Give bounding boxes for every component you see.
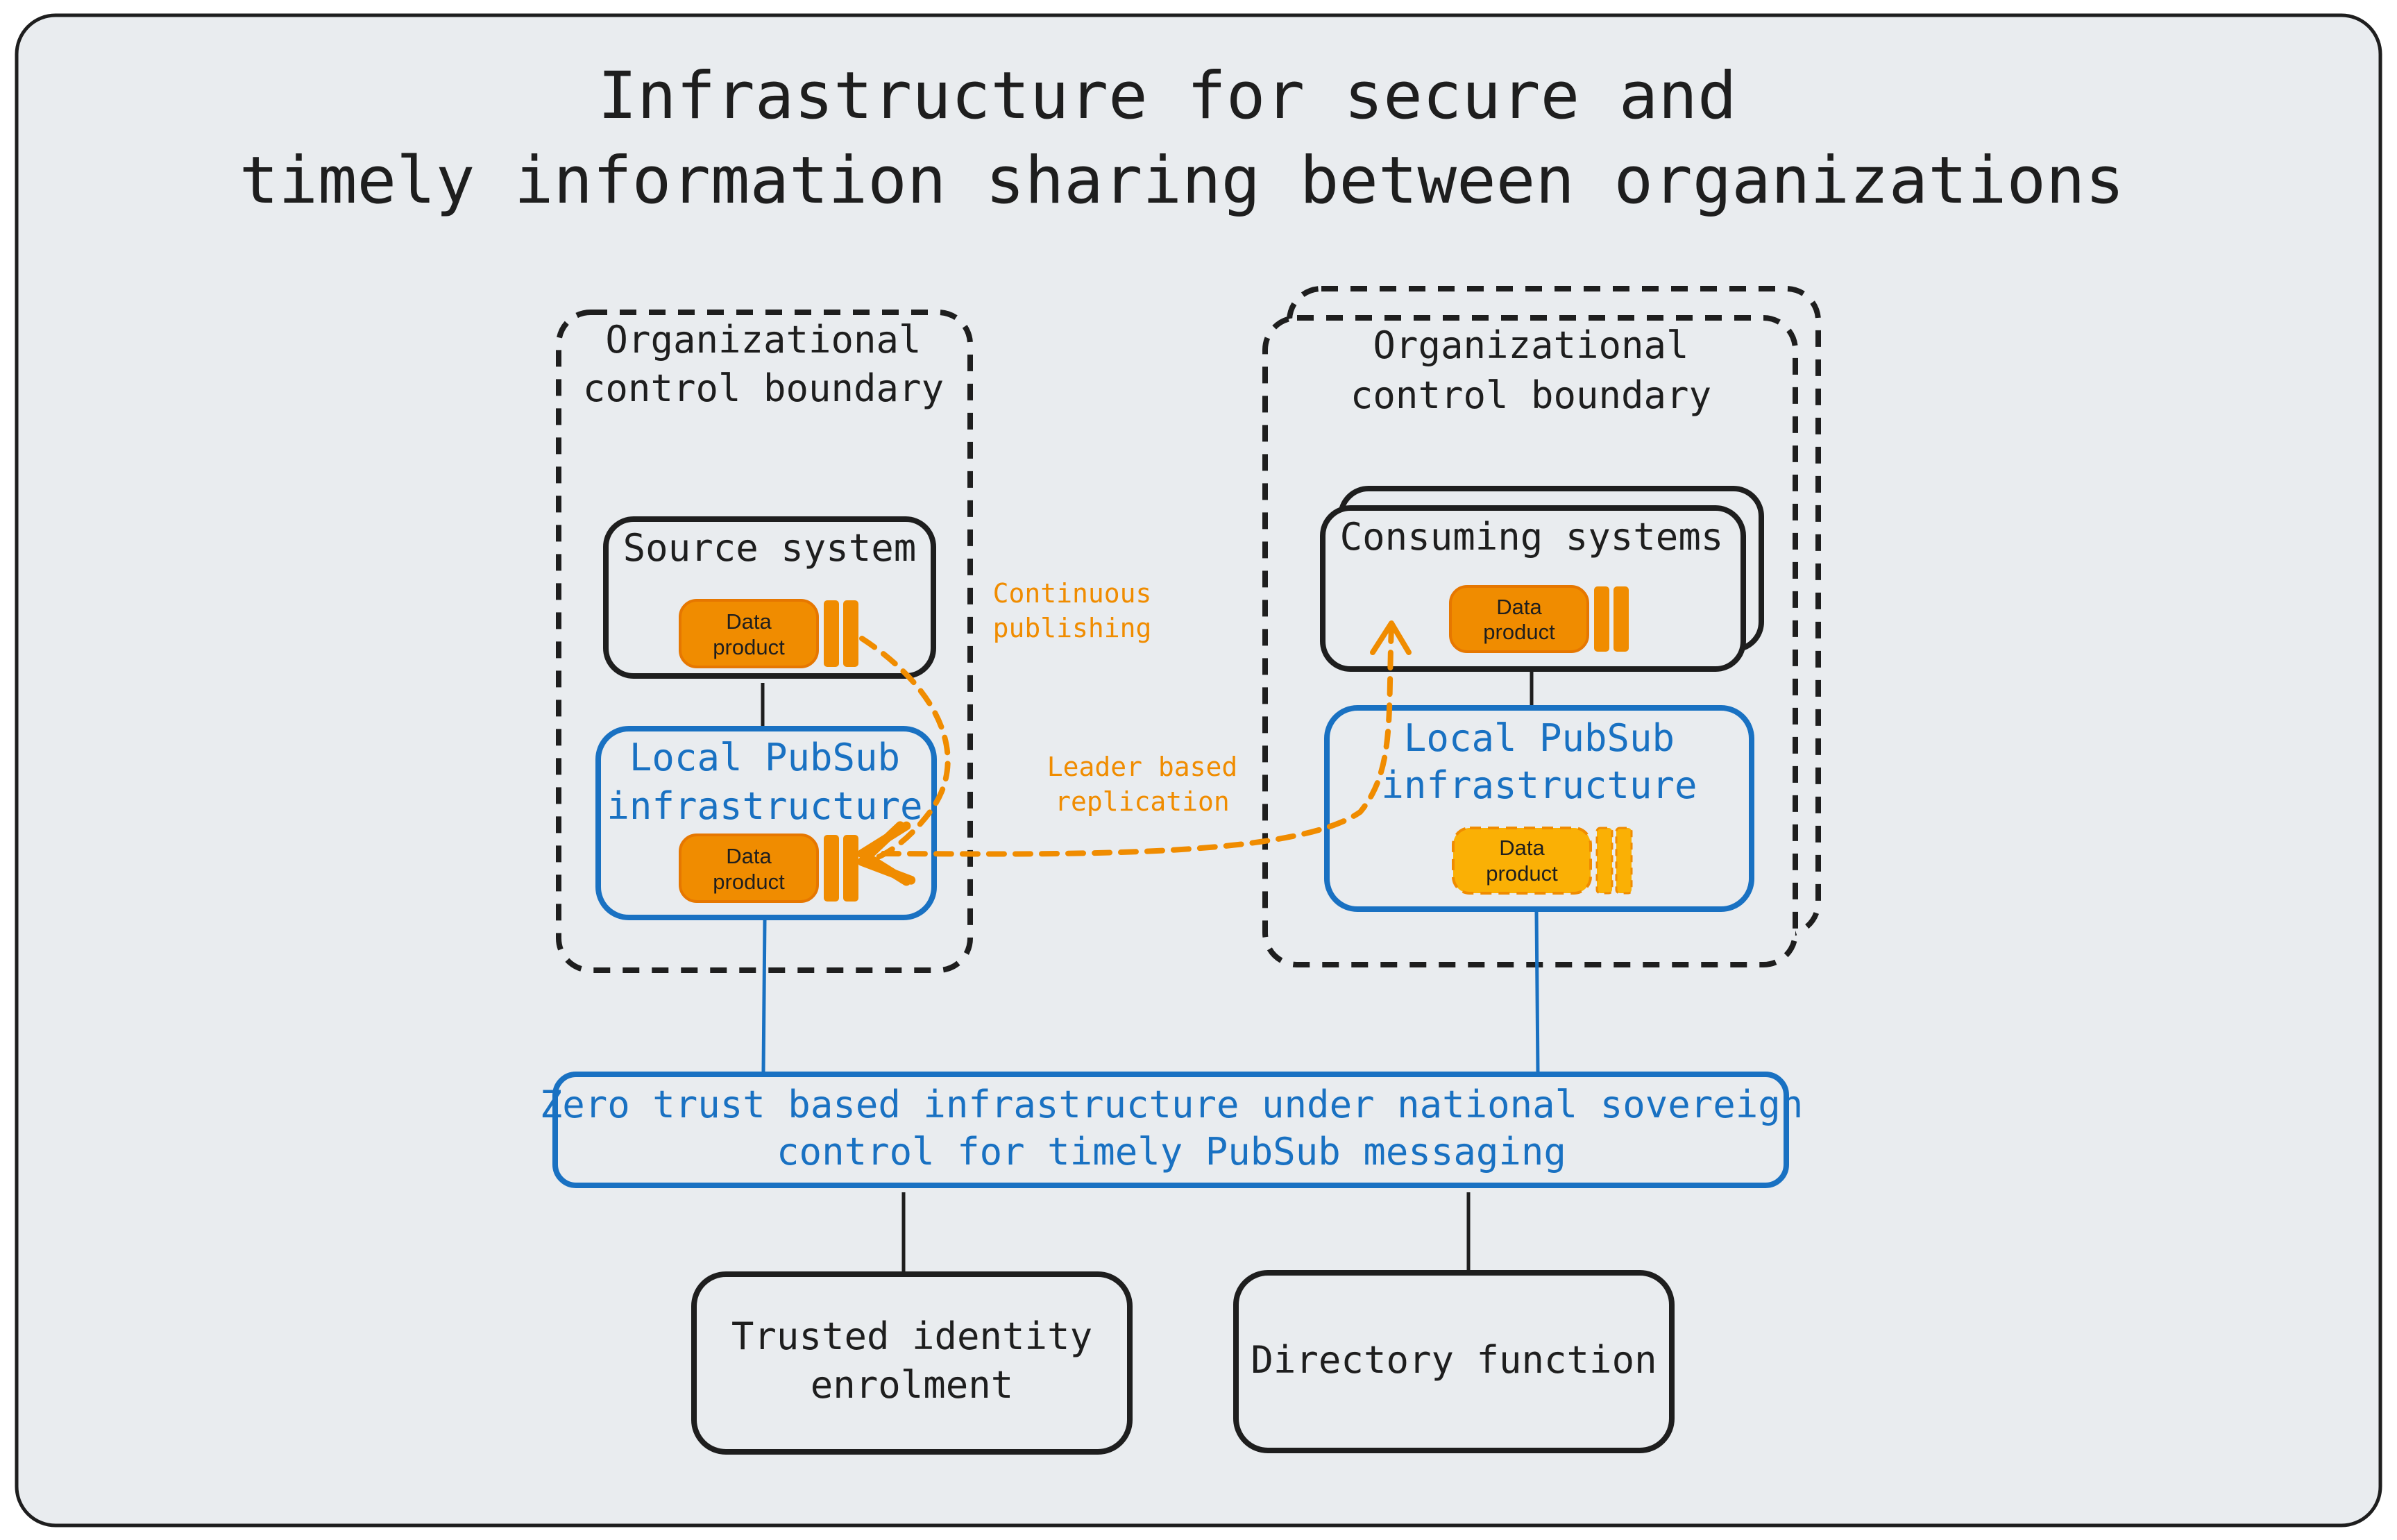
right-pubsub-to-zero-trust-connector: [1534, 911, 1540, 1072]
source-system-box[interactable]: [603, 516, 936, 679]
leader-replication-label-2: replication: [1055, 786, 1230, 817]
diagram-title-line-2: timely information sharing between organ…: [239, 143, 2124, 219]
source-data-product-body: [679, 599, 819, 668]
continuous-publishing-label-1: Continuous: [993, 578, 1152, 609]
leader-replication-arrowhead: [1370, 620, 1412, 655]
consumer-data-product[interactable]: Data product: [1449, 585, 1629, 653]
consuming-systems-label: Consuming systems: [1340, 515, 1724, 559]
leader-replication-label-1: Leader based: [1047, 752, 1238, 782]
right-pubsub-data-product-label-2: product: [1486, 861, 1558, 886]
left-local-pubsub-label-1: Local PubSub: [629, 736, 900, 779]
trusted-identity-label-1: Trusted identity: [731, 1314, 1092, 1358]
right-pubsub-data-product-segment: [1595, 827, 1613, 895]
right-local-pubsub-label-2: infrastructure: [1381, 763, 1697, 807]
left-pubsub-data-product[interactable]: Data product: [679, 834, 858, 903]
source-data-product[interactable]: Data product: [679, 599, 858, 668]
source-system-label: Source system: [623, 526, 917, 570]
right-org-boundary-label-1: Organizational: [1373, 323, 1688, 367]
left-pubsub-data-product-body: [679, 834, 819, 903]
source-data-product-segment: [824, 600, 839, 667]
consumer-data-product-segment: [1594, 586, 1609, 652]
right-local-pubsub-label-1: Local PubSub: [1404, 716, 1675, 760]
directory-function-label: Directory function: [1251, 1338, 1657, 1382]
source-data-product-label-2: product: [713, 635, 785, 659]
right-pubsub-data-product-segment: [1615, 827, 1633, 895]
left-org-boundary-label-1: Organizational: [605, 318, 921, 362]
trusted-identity-label-2: enrolment: [811, 1363, 1014, 1407]
consumer-data-product-segment: [1613, 586, 1629, 652]
zero-trust-infrastructure-box[interactable]: [552, 1072, 1789, 1188]
right-pubsub-data-product-body: [1452, 827, 1592, 895]
right-pubsub-data-product-label-1: Data: [1499, 836, 1545, 860]
consumer-data-product-label-1: Data: [1496, 595, 1542, 619]
left-pubsub-data-product-segment: [843, 835, 858, 902]
left-pubsub-to-zero-trust-connector: [761, 920, 767, 1072]
left-org-boundary-label-2: control boundary: [583, 366, 944, 410]
source-data-product-segment: [843, 600, 858, 667]
leader-replication-arrow[interactable]: [857, 623, 1394, 886]
left-local-pubsub-box[interactable]: [595, 726, 937, 920]
diagram-title-line-1: Infrastructure for secure and: [598, 58, 1736, 134]
continuous-publishing-label-2: publishing: [993, 613, 1152, 643]
left-pubsub-data-product-segment: [824, 835, 839, 902]
trusted-identity-box[interactable]: [691, 1271, 1133, 1455]
right-org-boundary-label-2: control boundary: [1350, 373, 1711, 417]
zero-trust-label-2: control for timely PubSub messaging: [777, 1130, 1566, 1174]
left-pubsub-data-product-label-2: product: [713, 870, 785, 894]
source-data-product-label-1: Data: [726, 609, 772, 634]
zero-trust-label-1: Zero trust based infrastructure under na…: [540, 1083, 1804, 1126]
directory-function-box[interactable]: [1233, 1270, 1675, 1453]
consumer-data-product-label-2: product: [1483, 620, 1555, 644]
left-local-pubsub-label-2: infrastructure: [607, 784, 922, 828]
consumer-data-product-body: [1449, 585, 1589, 653]
right-local-pubsub-box[interactable]: [1324, 705, 1754, 912]
left-pubsub-data-product-label-1: Data: [726, 844, 772, 868]
right-pubsub-data-product[interactable]: Data product: [1452, 827, 1633, 895]
